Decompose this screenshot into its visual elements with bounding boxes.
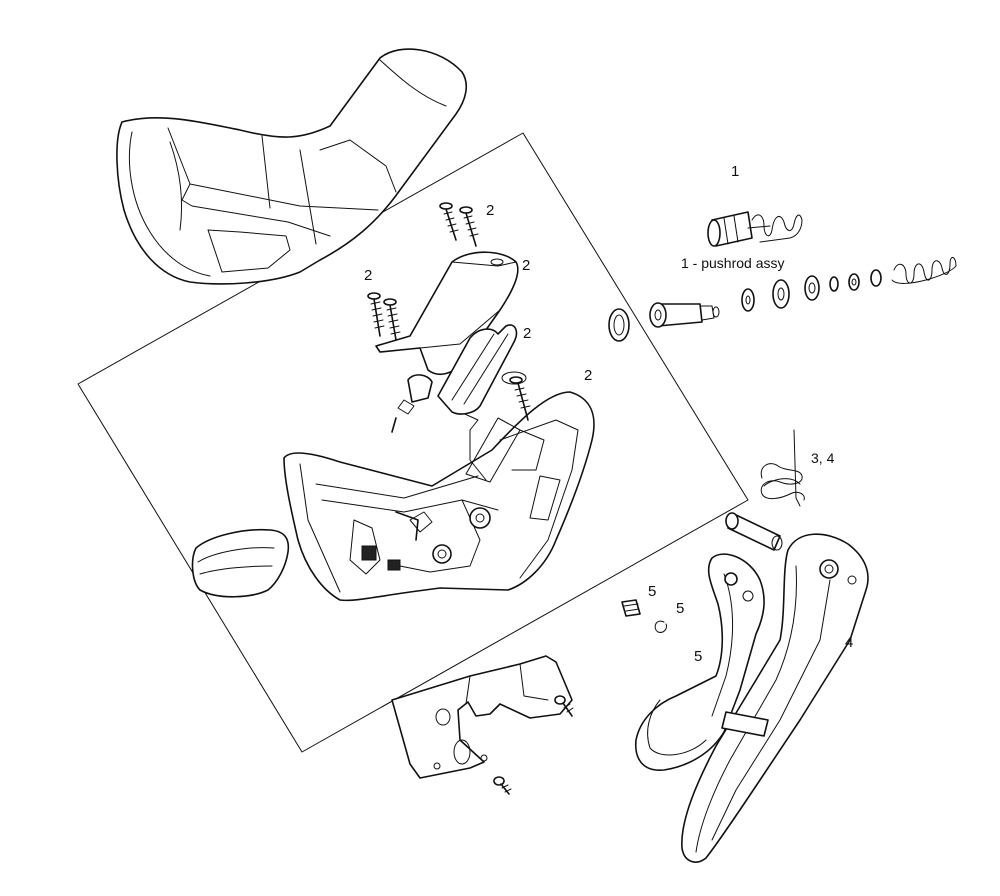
callout-5-clip: 5 [676, 600, 684, 617]
screw-pair-top [439, 202, 479, 247]
pushrod-assembly [707, 211, 803, 247]
brake-lever-blade [681, 533, 869, 863]
screw-right [509, 376, 531, 421]
callout-4-lever: 4 [845, 634, 853, 651]
callout-1-top: 1 [731, 163, 739, 180]
callout-5-paddle: 5 [694, 648, 702, 665]
lever-body-housing [283, 391, 595, 602]
callout-2-link: 2 [523, 325, 531, 342]
callout-5-screw: 5 [648, 583, 656, 600]
callout-1-pushrod-assy: 1 - pushrod assy [681, 255, 785, 271]
callout-2-screws-top: 2 [486, 202, 494, 219]
callout-2-screws-left: 2 [364, 267, 372, 284]
callout-2-cover: 2 [522, 257, 530, 274]
hood-cover [116, 48, 468, 285]
callout-3-4-spring: 3, 4 [811, 450, 835, 466]
return-spring [760, 429, 805, 507]
callout-labels: 1 1 - pushrod assy 2 2 2 2 2 3, 4 4 5 5 … [364, 163, 853, 665]
pivot-pin [725, 512, 783, 551]
e-clip [654, 620, 667, 633]
small-screw-bottom [493, 776, 512, 795]
handlebar-clamp [191, 528, 290, 598]
shift-paddle [635, 553, 769, 771]
inner-link-plates [437, 324, 527, 483]
lower-bracket [391, 655, 573, 779]
screw-pair-left [367, 292, 401, 341]
pushrod-exploded-parts [649, 257, 957, 328]
o-ring [608, 308, 630, 342]
set-screw [621, 599, 641, 617]
callout-2-body: 2 [584, 367, 592, 384]
small-screw-bracket [554, 695, 574, 717]
bleed-valve [391, 374, 433, 433]
reservoir-cover [375, 251, 519, 376]
